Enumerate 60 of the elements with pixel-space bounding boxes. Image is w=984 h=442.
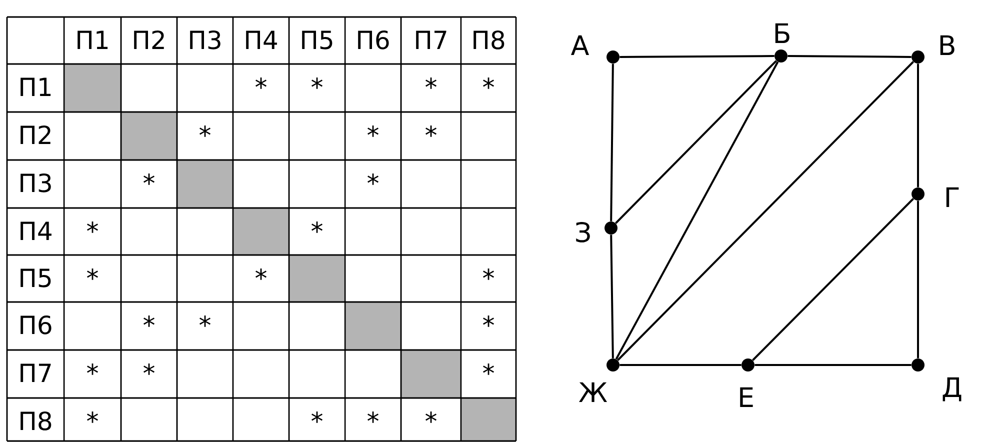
graph-edge [620,55,774,58]
graph-edge [788,55,912,58]
vertex-label: З [576,222,590,242]
vertex-label: Ж [579,382,608,402]
asterisk-mark: * [426,125,437,137]
row-header: П5 [20,268,51,288]
graph-edge [917,64,919,188]
row-header: П1 [20,78,51,96]
vertex-label: А [570,35,590,55]
column-header: П1 [78,30,108,49]
graph-edge [754,364,912,366]
asterisk-mark: * [87,363,98,375]
asterisk-mark: * [368,411,379,423]
asterisk-mark: * [200,315,211,327]
row-header: П8 [20,411,52,430]
asterisk-mark: * [144,173,155,185]
asterisk-mark: * [144,315,155,327]
row-header: П2 [20,125,50,144]
asterisk-mark: * [483,315,494,327]
graph-edge [617,61,914,361]
asterisk-mark: * [87,411,98,423]
asterisk-mark: * [368,173,379,185]
graph-edge [610,64,614,222]
asterisk-mark: * [312,411,323,423]
vertex-label: Д [942,377,962,402]
asterisk-mark: * [483,77,494,89]
vertex-label: Б [775,23,790,43]
asterisk-mark: * [426,411,437,423]
asterisk-mark: * [368,125,379,137]
asterisk-mark: * [483,363,494,375]
asterisk-mark: * [256,268,267,280]
row-header: П6 [20,315,52,334]
vertex-label: Г [946,187,959,207]
row-header: П3 [20,173,51,192]
vertex-label: Е [740,387,753,407]
asterisk-mark: * [200,125,211,137]
graph-edge [917,200,919,358]
asterisk-mark: * [312,77,323,89]
column-header: П3 [190,30,220,50]
column-header: П4 [246,30,277,49]
column-header: П6 [358,30,389,50]
asterisk-mark: * [312,221,323,233]
graph-edge [610,234,614,358]
graph-edge [620,364,742,366]
asterisk-mark: * [87,221,98,233]
row-header: П4 [20,222,52,240]
column-header: П2 [134,30,164,49]
column-header: П7 [416,30,446,49]
asterisk-mark: * [256,77,267,89]
column-header: П8 [474,30,504,50]
row-header: П7 [20,364,51,382]
asterisk-mark: * [144,363,155,375]
asterisk-mark: * [426,77,437,89]
vertex-label: В [940,35,954,55]
graph-edge [752,198,914,361]
asterisk-mark: * [87,268,98,280]
graph-edge [615,60,778,224]
asterisk-mark: * [483,268,494,280]
column-header: П5 [302,30,332,50]
graph-edge [615,61,779,360]
